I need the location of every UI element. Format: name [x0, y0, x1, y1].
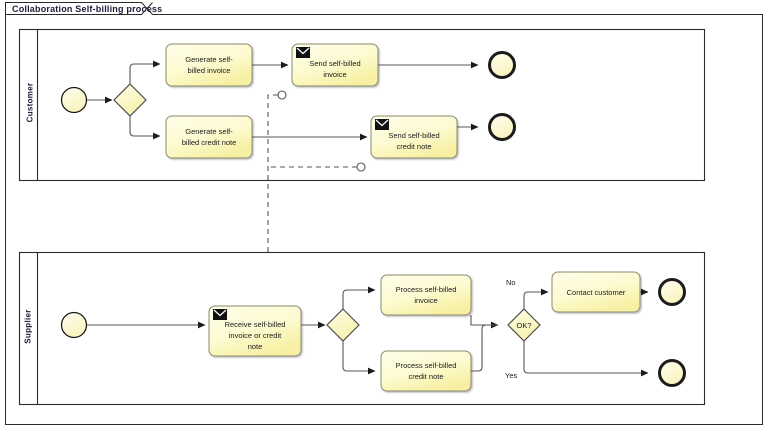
task-process-self-billed-invoice[interactable] [380, 274, 472, 316]
customer-end-event-credit-note[interactable] [488, 113, 516, 141]
envelope-icon [296, 47, 310, 58]
task-generate-self-billed-invoice[interactable] [165, 43, 253, 87]
flow-label-no: No [506, 278, 516, 287]
sequence-flow-gateway-to-generate-invoice [129, 60, 161, 84]
supplier-end-event-contact[interactable] [658, 278, 686, 306]
pool-label-customer-text: Customer [25, 82, 35, 123]
sequence-flow-process-credit-note-to-ok [471, 324, 498, 372]
task-send-self-billed-invoice[interactable] [291, 43, 379, 87]
sequence-flow-yes-to-end [523, 341, 649, 377]
supplier-start-event[interactable] [60, 311, 88, 339]
sequence-flow-split-to-process-credit-note [342, 341, 376, 375]
task-receive-self-billed-invoice-or-credit-note[interactable] [208, 305, 302, 357]
task-send-self-billed-credit-note[interactable] [370, 115, 458, 159]
message-flow-credit-note [268, 162, 366, 172]
pool-label-supplier-text: Supplier [23, 309, 33, 344]
message-flow-invoice [268, 90, 287, 308]
ok-gateway-label: OK? [516, 320, 532, 330]
envelope-icon [375, 119, 389, 130]
customer-end-event-invoice[interactable] [488, 51, 516, 79]
customer-start-event[interactable] [60, 86, 88, 114]
task-process-self-billed-credit-note[interactable] [380, 350, 472, 392]
sequence-flow-split-to-process-invoice [342, 286, 376, 309]
flow-label-yes: Yes [505, 371, 518, 380]
sequence-flow-no-to-contact-customer [523, 288, 549, 309]
supplier-end-event-ok[interactable] [658, 359, 686, 387]
envelope-icon [213, 309, 227, 320]
sequence-flow-gateway-to-generate-credit-note [129, 116, 161, 140]
pool-label-supplier: Supplier [24, 295, 33, 359]
pool-label-customer: Customer [26, 71, 35, 135]
task-contact-customer[interactable] [551, 271, 641, 313]
task-generate-self-billed-credit-note[interactable] [165, 115, 253, 159]
